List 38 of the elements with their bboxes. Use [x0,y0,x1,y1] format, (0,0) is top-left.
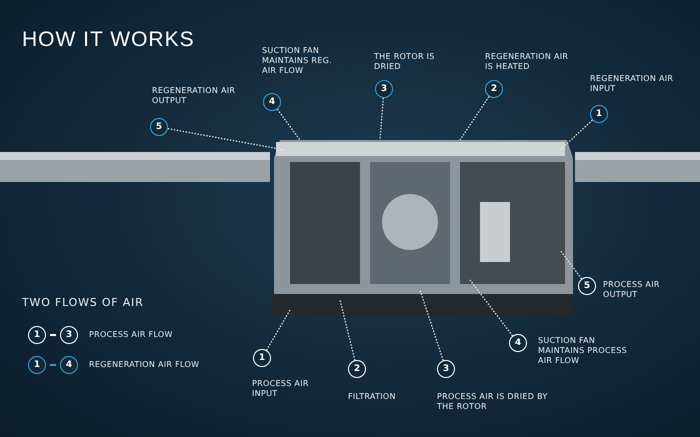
callout-text: THE ROTOR IS DRIED [374,52,436,72]
legend-text: REGENERATION AIR FLOW [89,360,200,369]
title: HOW IT WORKS [22,28,195,52]
callout-text: REGENERATION AIR OUTPUT [152,86,236,106]
legend-number: 1 [28,326,46,344]
callout-text: SUCTION FAN MAINTAINS REG. AIR FLOW [262,46,333,76]
callout-text: FILTRATION [348,392,397,402]
legend-heading: TWO FLOWS OF AIR [22,296,144,309]
callout-number: 3 [437,360,455,378]
callout-text: SUCTION FAN MAINTAINS PROCESS AIR FLOW [538,336,628,366]
leader-line [168,128,286,151]
callout-number: 4 [509,334,527,352]
leader-line [560,120,593,150]
callout-text: PROCESS AIR INPUT [252,379,310,399]
legend-number: 4 [60,356,78,374]
callout-number: 2 [348,360,366,378]
callout-text: PROCESS AIR IS DRIED BY THE ROTOR [437,392,549,412]
leader-line [339,300,356,360]
leader-line [460,96,490,140]
legend-text: PROCESS AIR FLOW [89,330,173,339]
callout-number: 2 [485,80,503,98]
callout-number: 1 [590,105,608,123]
callout-text: REGENERATION AIR IS HEATED [485,52,570,72]
leader-line [276,108,300,140]
leader-line [419,290,444,361]
leader-line [470,280,514,336]
callout-text: PROCESS AIR OUTPUT [603,280,661,300]
callout-text: REGENERATION AIR INPUT [590,74,674,94]
callout-number: 1 [253,349,271,367]
leader-line [266,310,291,351]
callout-number: 5 [578,277,596,295]
callout-number: 5 [150,118,168,136]
leader-line [379,98,384,140]
leader-line [560,250,582,280]
callout-number: 3 [375,80,393,98]
legend-number: 1 [28,356,46,374]
callout-number: 4 [263,93,281,111]
legend-number: 3 [60,326,78,344]
